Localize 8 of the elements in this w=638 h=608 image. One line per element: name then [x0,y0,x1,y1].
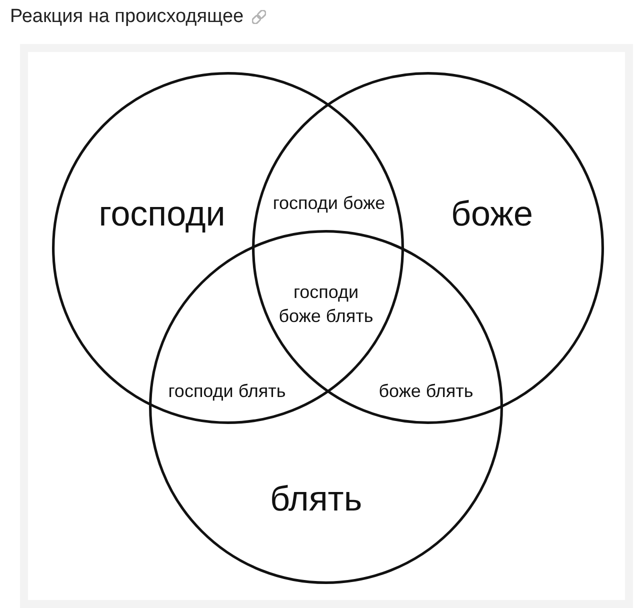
circle-label: господи [98,196,226,232]
circle-label: блять [270,482,362,516]
title: Реакция на происходящее [10,5,244,29]
region-label: господи боже блять [278,281,374,328]
region-label: боже блять [378,380,474,403]
circle-label: боже [451,196,533,232]
region-label: господи блять [168,380,286,403]
region-label: господи боже [272,192,386,215]
